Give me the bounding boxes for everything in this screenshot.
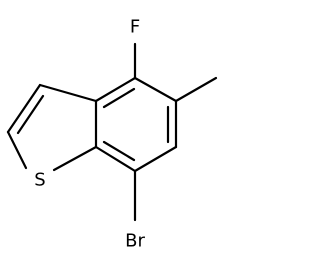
- bond-c2-s1: [6, 130, 28, 170]
- bond-c7-c7a: [94, 145, 137, 173]
- bond-s1-c7a: [52, 145, 98, 172]
- double-bond-inner-c7-c7a: [102, 140, 136, 162]
- structure-diagram: F S Br: [6, 17, 218, 252]
- atom-label-sulfur: S: [34, 170, 45, 191]
- atom-label-bromine: Br: [125, 231, 145, 252]
- bond-c3a-c4: [94, 76, 137, 103]
- bond-c4-c5: [133, 76, 178, 103]
- bond-c5-methyl: [174, 76, 218, 103]
- bond-c6-c7: [133, 145, 178, 173]
- double-bond-inner-c3-c2: [16, 94, 45, 135]
- double-bond-inner-c3a-c4: [102, 87, 136, 109]
- atom-label-fluorine: F: [130, 17, 140, 38]
- bond-c3-c2: [6, 83, 42, 134]
- bond-c3a-c3: [38, 83, 98, 103]
